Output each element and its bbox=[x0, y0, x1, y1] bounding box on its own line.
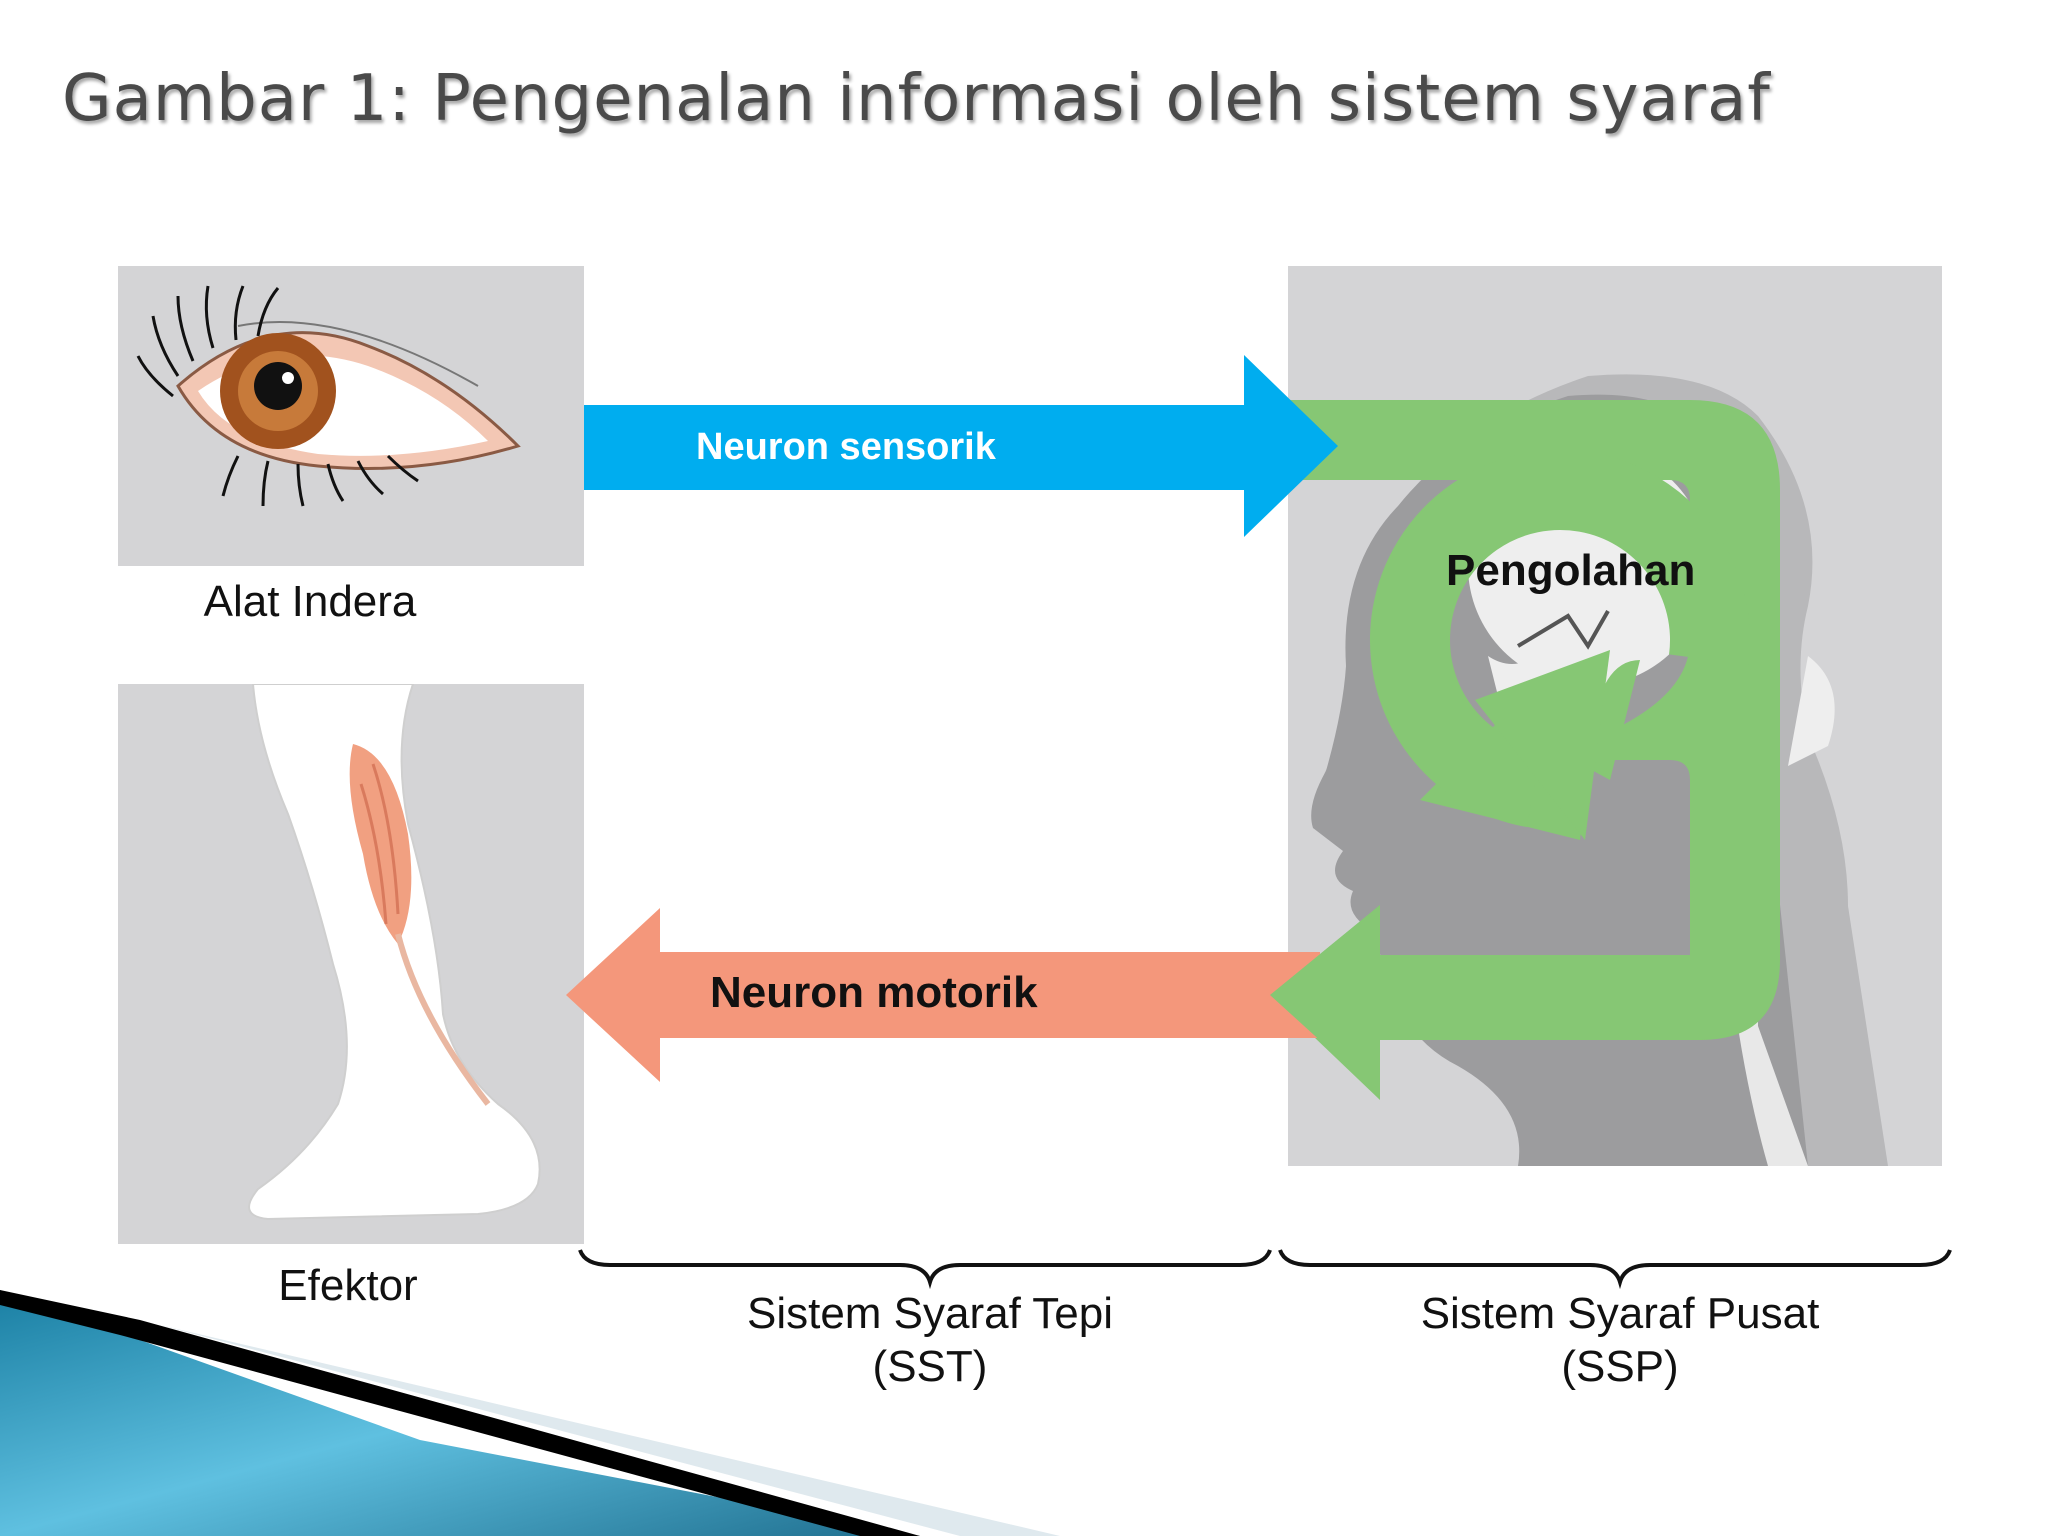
slide-corner-decoration bbox=[0, 1290, 920, 1536]
effector-label: Efektor bbox=[278, 1261, 418, 1310]
processing-label: Pengolahan bbox=[1446, 546, 1696, 595]
pns-label: Sistem Syaraf Tepi (SST) bbox=[700, 1288, 1160, 1394]
sense-organ-panel bbox=[118, 266, 584, 566]
pns-label-line2: (SST) bbox=[872, 1341, 988, 1391]
sensory-neuron-arrow bbox=[584, 355, 1338, 537]
motor-neuron-arrow bbox=[566, 908, 1320, 1082]
sense-organ-label: Alat Indera bbox=[203, 577, 417, 626]
eye-illustration bbox=[136, 285, 521, 507]
processing-arrowhead bbox=[1475, 650, 1610, 840]
effector-panel bbox=[118, 684, 584, 1244]
motor-neuron-label: Neuron motorik bbox=[710, 968, 1038, 1017]
cns-brace bbox=[1278, 1249, 1952, 1290]
pns-brace bbox=[578, 1249, 1272, 1290]
sensory-neuron-label: Neuron sensorik bbox=[696, 426, 996, 468]
pns-label-line1: Sistem Syaraf Tepi bbox=[746, 1289, 1113, 1338]
cns-label-line2: (SSP) bbox=[1561, 1341, 1679, 1391]
slide-title: Gambar 1: Pengenalan informasi oleh sist… bbox=[62, 62, 1771, 136]
leg-muscle-illustration bbox=[248, 684, 541, 1221]
cns-label: Sistem Syaraf Pusat (SSP) bbox=[1380, 1288, 1860, 1394]
cns-label-line1: Sistem Syaraf Pusat bbox=[1420, 1289, 1820, 1338]
